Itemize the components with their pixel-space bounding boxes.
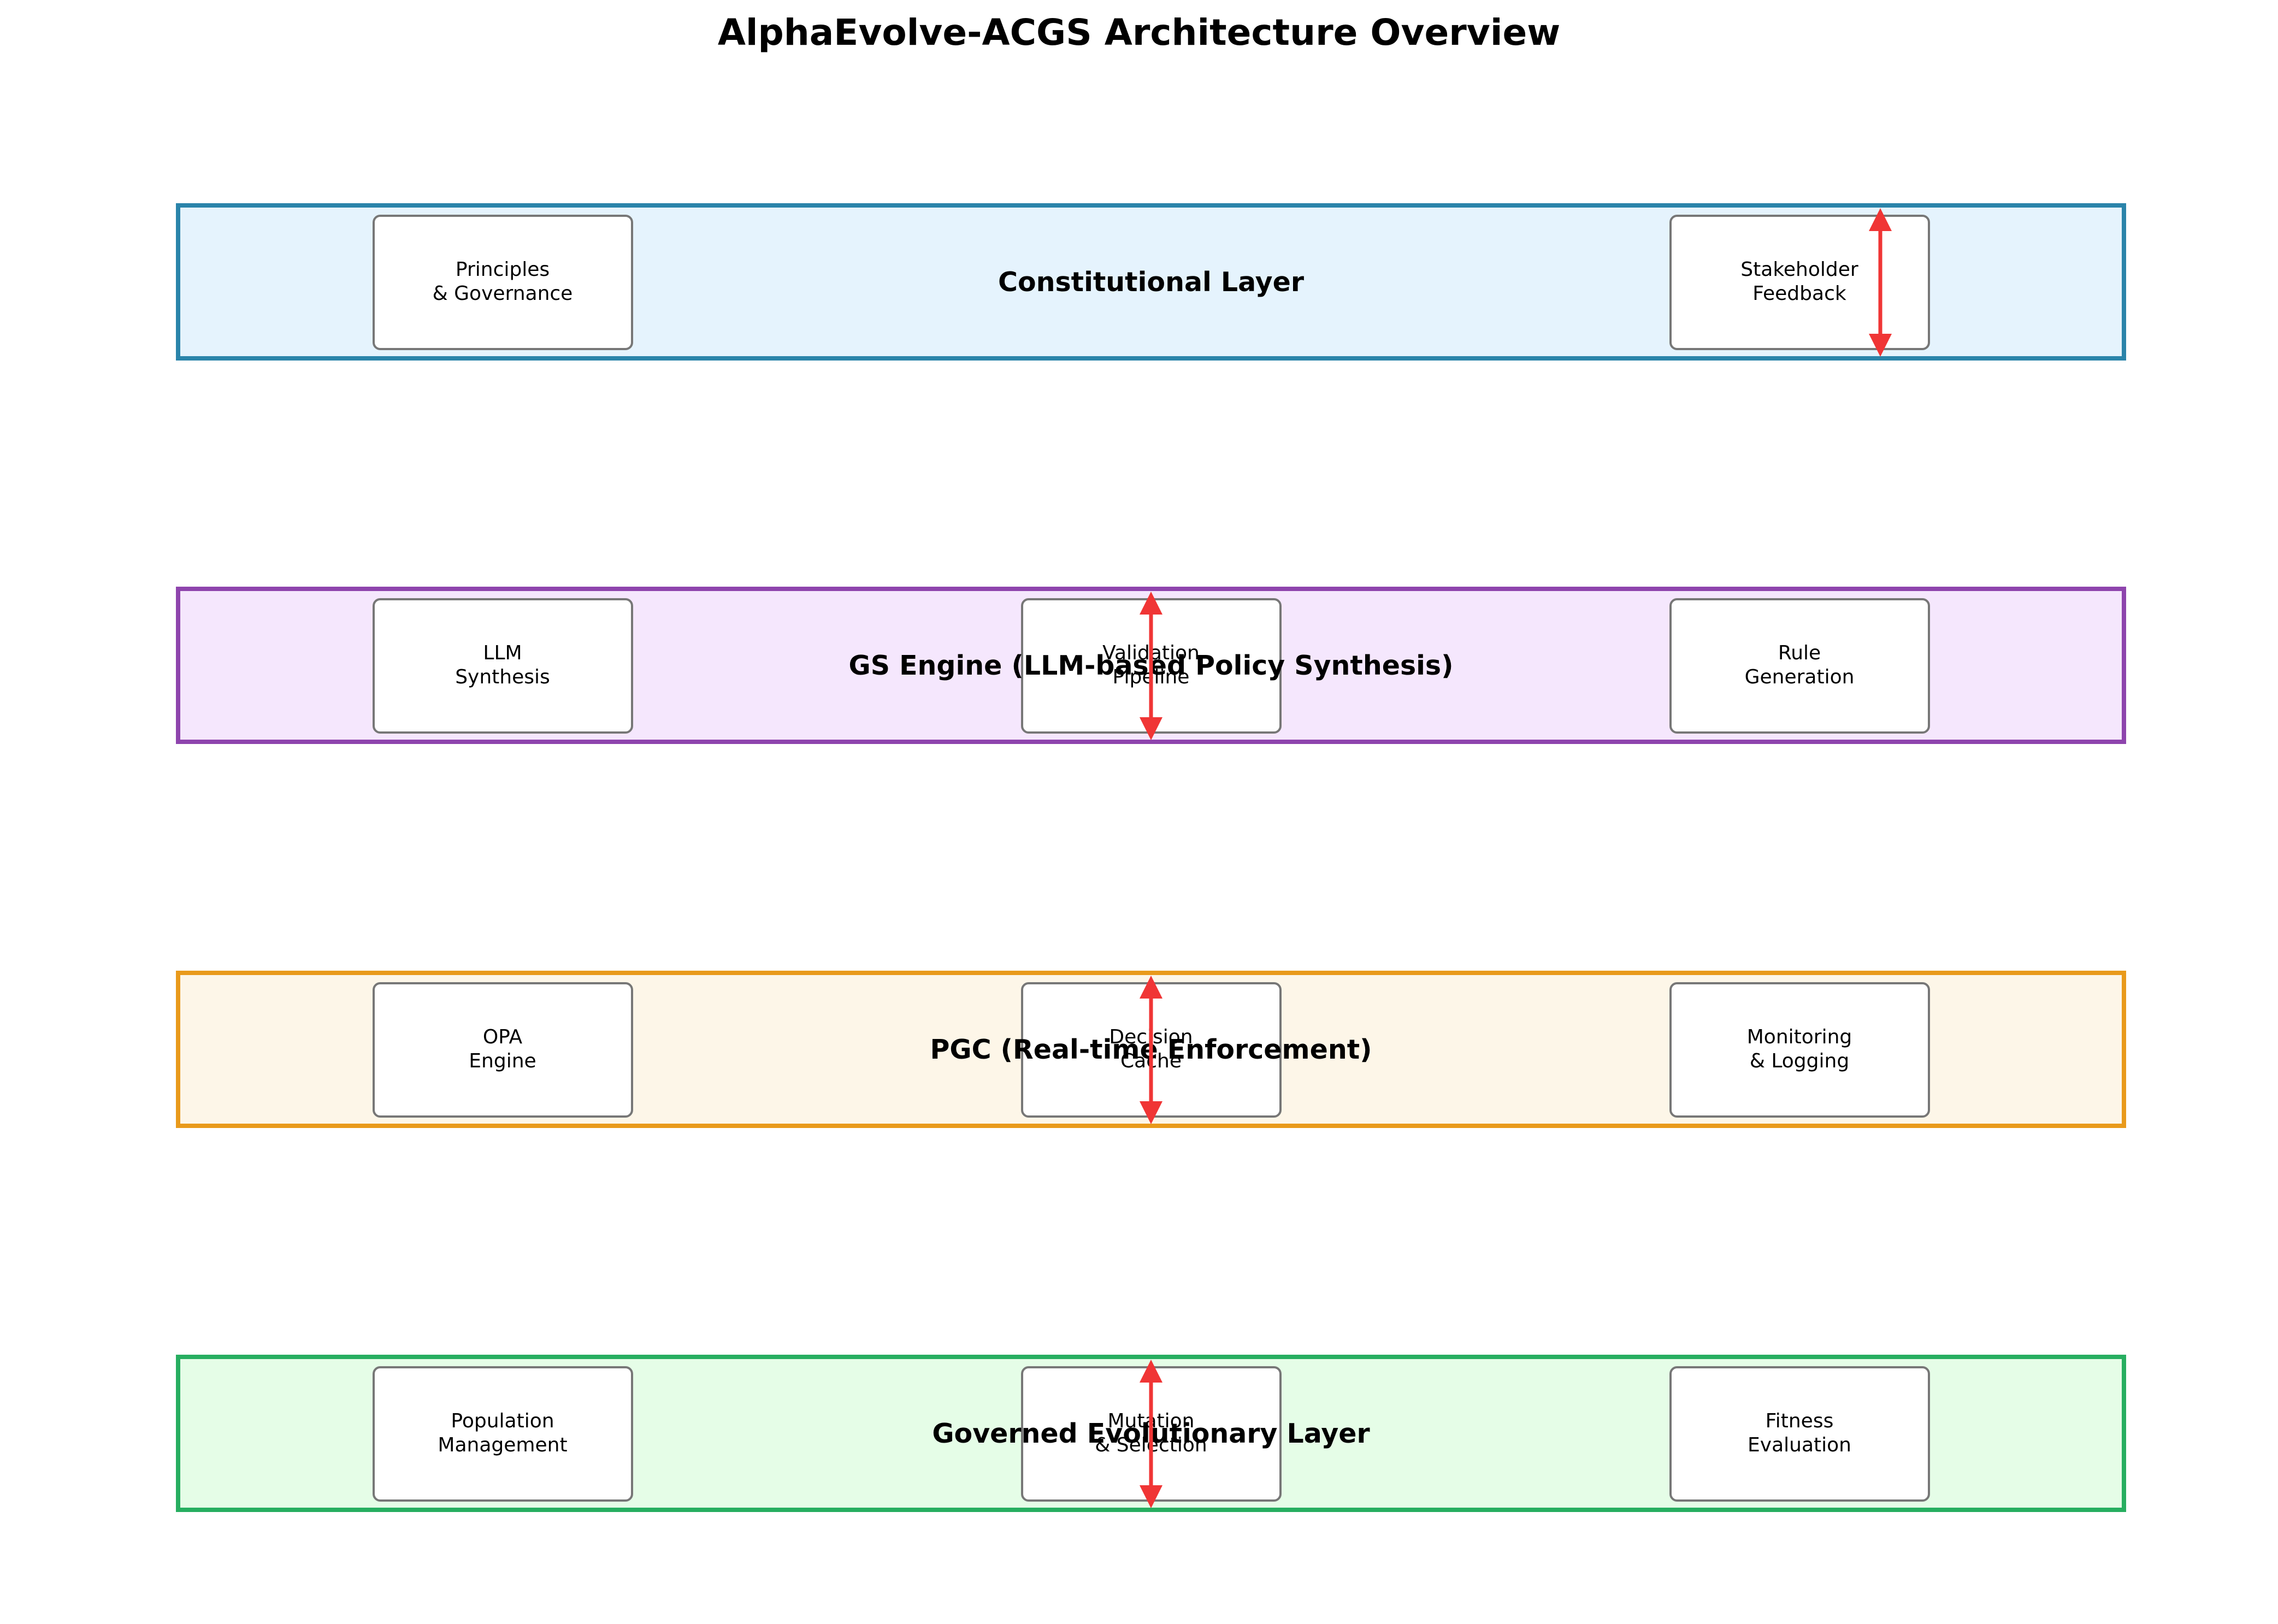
component-label-line-1: Principles (456, 258, 550, 281)
component-label-line-2: & Governance (433, 282, 573, 305)
component-label-line-2: & Logging (1750, 1050, 1849, 1072)
component-rule-generation: Rule Generation (1669, 598, 1930, 734)
component-label-line-2: Management (438, 1434, 567, 1456)
component-box (373, 1366, 633, 1502)
component-llm-synthesis: LLM Synthesis (373, 598, 633, 734)
component-box (1669, 598, 1930, 734)
layer-constitutional: Principles & Governance Stakeholder Feed… (176, 203, 2126, 361)
component-label-line-2: Engine (469, 1050, 536, 1072)
component-label-line-1: Population (451, 1410, 554, 1432)
component-label-line-2: Synthesis (455, 666, 550, 688)
component-label-line-1: Fitness (1766, 1410, 1834, 1432)
component-label-line-2: Feedback (1752, 282, 1846, 305)
component-box (1669, 982, 1930, 1118)
component-stakeholder-feedback: Stakeholder Feedback (1669, 215, 1930, 350)
component-box (1669, 1366, 1930, 1502)
component-box (373, 982, 633, 1118)
component-opa-engine: OPA Engine (373, 982, 633, 1118)
flow-arrows (1140, 208, 1892, 1508)
component-label-line-2: Evaluation (1748, 1434, 1851, 1456)
component-label-line-1: OPA (483, 1026, 523, 1048)
component-population-management: Population Management (373, 1366, 633, 1502)
component-label-line-1: Monitoring (1747, 1026, 1852, 1048)
component-label-line-2: Generation (1745, 666, 1855, 688)
component-principles-governance: Principles & Governance (373, 215, 633, 350)
component-box (373, 598, 633, 734)
component-box (373, 215, 633, 350)
component-label-line-1: LLM (483, 642, 522, 664)
component-monitoring-logging: Monitoring & Logging (1669, 982, 1930, 1118)
component-label-line-1: Rule (1778, 642, 1821, 664)
layer-label: Constitutional Layer (998, 267, 1305, 298)
diagram-title: AlphaEvolve-ACGS Architecture Overview (718, 11, 1560, 54)
component-box (1669, 215, 1930, 350)
component-label-line-1: Stakeholder (1740, 258, 1858, 281)
component-fitness-evaluation: Fitness Evaluation (1669, 1366, 1930, 1502)
